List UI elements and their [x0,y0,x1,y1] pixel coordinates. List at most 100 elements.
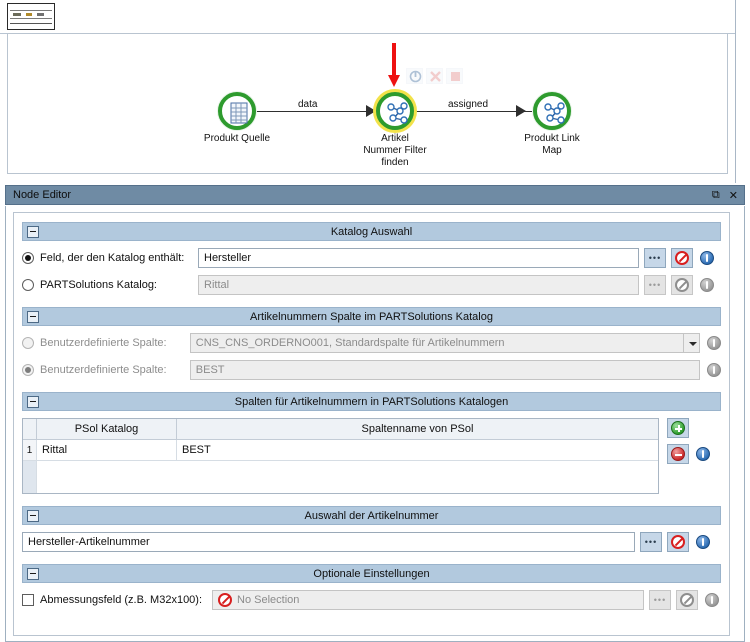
browse-label: ••• [648,280,662,290]
spalten-table[interactable]: PSol Katalog Spaltenname von PSol 1 Ritt… [22,418,659,494]
info-icon[interactable] [700,251,714,265]
checkbox-abmessungsfeld[interactable] [22,594,34,606]
browse-button-partsolutions-katalog: ••• [644,275,666,295]
section-title: Auswahl der Artikelnummer [304,509,439,522]
table-row[interactable]: 1 Rittal BEST [23,440,658,461]
restore-icon[interactable]: ⧉ [711,188,720,201]
collapse-icon[interactable] [27,311,39,323]
graph-node-icon [533,92,571,130]
table-cell-spaltenname[interactable]: BEST [182,444,211,456]
collapse-icon[interactable] [27,568,39,580]
node-label-produkt-link-map: Produkt Link Map [512,133,592,157]
add-row-button[interactable] [667,418,689,438]
table-cell-psol-katalog[interactable]: Rittal [37,440,177,460]
input-partsolutions-katalog: Rittal [198,275,639,295]
radio-feld-katalog[interactable] [22,252,34,264]
radio-partsolutions-katalog[interactable] [22,279,34,291]
row-feld-katalog: Feld, der den Katalog enthält: Herstelle… [22,248,721,268]
plus-circle-icon [671,421,685,435]
clear-button-auswahl-artikelnummer[interactable] [667,532,689,552]
node-artikel-nummer-filter-finden[interactable]: Artikel Nummer Filter finden [355,92,435,169]
close-icon[interactable]: ✕ [728,189,738,202]
browse-label: ••• [653,595,667,605]
clear-button-partsolutions-katalog [671,275,693,295]
table-header-spaltenname: Spaltenname von PSol [177,419,658,439]
cancel-icon[interactable] [426,68,443,84]
tab-strip [0,0,735,34]
clear-button-feld-katalog[interactable] [671,248,693,268]
section-title: Artikelnummern Spalte im PARTSolutions K… [250,310,493,323]
browse-button-feld-katalog[interactable]: ••• [644,248,666,268]
info-icon[interactable] [696,535,710,549]
input-placeholder: Rittal [204,279,230,291]
node-label-line: finden [381,157,409,168]
table-area: PSol Katalog Spaltenname von PSol 1 Ritt… [22,418,721,494]
node-editor-title: Node Editor [13,189,72,201]
combo-standardspalte: CNS_CNS_ORDERNO001, Standardspalte für A… [189,333,700,353]
table-empty-area [23,461,658,493]
node-label-line: Produkt Quelle [203,133,271,144]
node-action-toolbar[interactable] [406,68,463,84]
input-auswahl-artikelnummer[interactable]: Hersteller-Artikelnummer [22,532,635,552]
stop-icon[interactable] [446,68,463,84]
node-produkt-quelle[interactable]: Produkt Quelle [197,92,277,145]
execute-icon[interactable] [406,68,423,84]
graph-canvas[interactable]: data assigned [7,33,728,174]
edge-label-data: data [296,99,320,110]
edge-arrowhead-data [366,105,376,117]
input-benutzerdefinierte-spalte: BEST [189,360,700,380]
edge-arrowhead-assigned [516,105,526,117]
info-icon [707,336,721,350]
edge-label-assigned: assigned [446,99,491,110]
input-placeholder: No Selection [237,594,300,606]
info-icon[interactable] [696,447,710,461]
node-editor-body: Katalog Auswahl Feld, der den Katalog en… [5,206,745,642]
no-selection-icon [218,593,232,607]
input-feld-katalog[interactable]: Hersteller [198,248,639,268]
table-row-index: 1 [23,440,37,460]
collapse-icon[interactable] [27,396,39,408]
minus-circle-icon [671,447,685,461]
node-editor-content: Katalog Auswahl Feld, der den Katalog en… [13,212,730,636]
collapse-icon[interactable] [27,226,39,238]
edge-data [256,111,382,112]
no-selection-icon [675,278,689,292]
info-icon [707,363,721,377]
section-title: Katalog Auswahl [330,225,413,238]
section-header-optionale-einstellungen[interactable]: Optionale Einstellungen [22,564,721,583]
section-header-auswahl-artikelnummer[interactable]: Auswahl der Artikelnummer [22,506,721,525]
node-label-line: Map [542,145,562,156]
node-label-artikel-nummer-filter-finden: Artikel Nummer Filter finden [355,133,435,169]
graph-node-icon [376,92,414,130]
section-header-katalog-auswahl[interactable]: Katalog Auswahl [22,222,721,241]
clear-button-abmessungsfeld [676,590,698,610]
table-header-row: PSol Katalog Spaltenname von PSol [23,419,658,440]
edge-assigned [412,111,532,112]
section-title: Spalten für Artikelnummern in PARTSoluti… [234,395,509,408]
red-pointer-arrow [388,43,400,89]
browse-button-auswahl-artikelnummer[interactable]: ••• [640,532,662,552]
table-header-psol-katalog: PSol Katalog [37,419,177,439]
info-icon [705,593,719,607]
node-produkt-link-map[interactable]: Produkt Link Map [512,92,592,157]
info-icon [700,278,714,292]
table-header-index [23,419,37,439]
browse-label: ••• [644,537,658,547]
row-abmessungsfeld: Abmessungsfeld (z.B. M32x100): No Select… [22,590,721,610]
graph-tab[interactable] [7,3,55,30]
no-selection-icon [671,535,685,549]
label-standardspalte: Benutzerdefinierte Spalte: [40,337,167,349]
flow-diagram-icon [10,10,52,19]
remove-row-button[interactable] [667,444,689,464]
section-title: Optionale Einstellungen [313,567,430,580]
node-label-produkt-quelle: Produkt Quelle [197,133,277,145]
label-feld-katalog: Feld, der den Katalog enthält: [40,252,185,264]
radio-standardspalte [22,337,34,349]
section-header-spalten-tabelle[interactable]: Spalten für Artikelnummern in PARTSoluti… [22,392,721,411]
collapse-icon[interactable] [27,510,39,522]
row-standardspalte: Benutzerdefinierte Spalte: CNS_CNS_ORDER… [22,333,721,353]
row-benutzerdefinierte-spalte: Benutzerdefinierte Spalte: BEST [22,360,721,380]
graph-pane: data assigned [0,0,736,183]
section-header-artikelnummern-spalte[interactable]: Artikelnummern Spalte im PARTSolutions K… [22,307,721,326]
